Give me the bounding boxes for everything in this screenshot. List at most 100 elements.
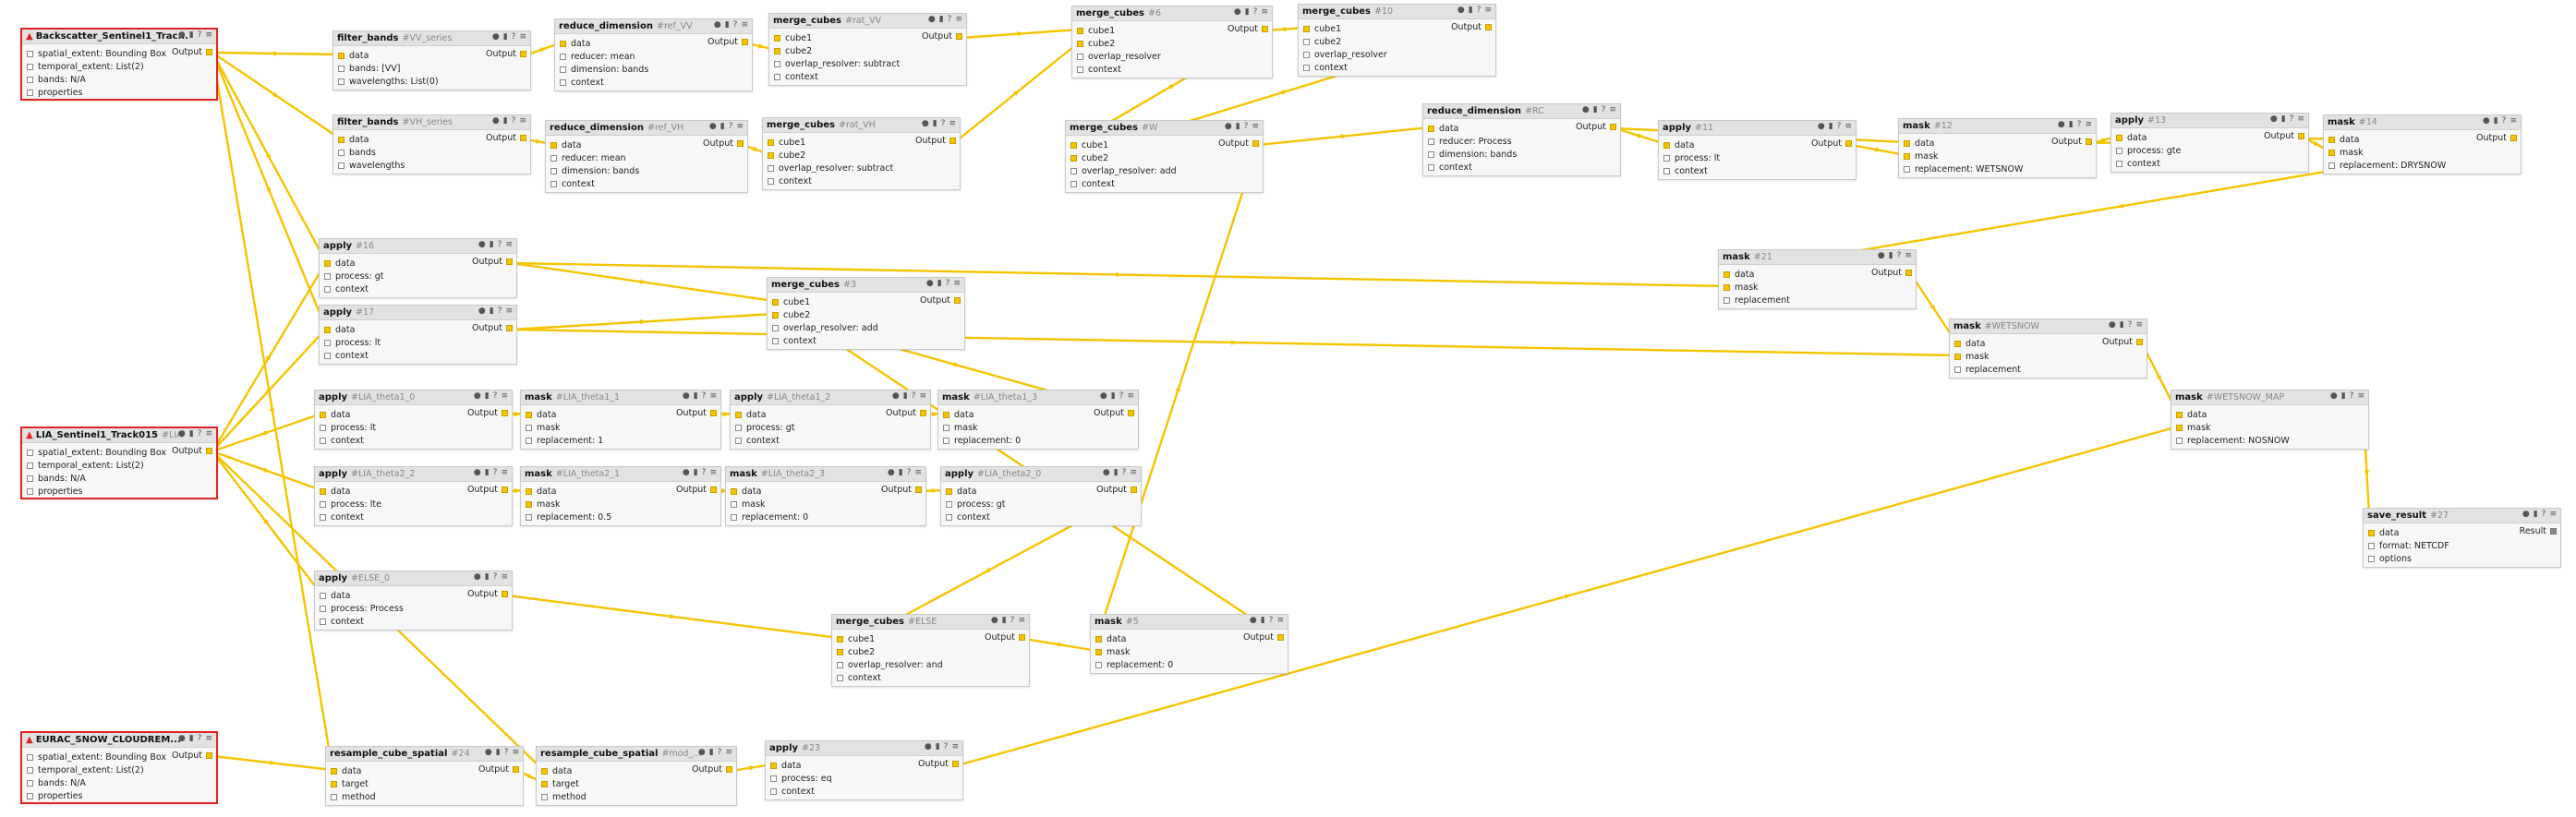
parameter-checkbox[interactable]: [331, 793, 337, 800]
node-parameter[interactable]: context: [1066, 177, 1263, 190]
info-icon[interactable]: ●: [1099, 391, 1107, 401]
input-port[interactable]: [324, 259, 331, 267]
parameter-checkbox[interactable]: [27, 475, 33, 482]
menu-icon[interactable]: ≡: [501, 572, 508, 582]
connection-edge[interactable]: [511, 312, 775, 331]
info-icon[interactable]: ●: [927, 15, 936, 24]
input-port[interactable]: [837, 635, 843, 643]
info-icon[interactable]: ●: [925, 279, 934, 288]
menu-icon[interactable]: ≡: [1844, 122, 1852, 131]
help-icon[interactable]: ?: [1010, 616, 1015, 625]
menu-icon[interactable]: ≡: [2509, 116, 2517, 126]
node-parameter[interactable]: context: [763, 174, 960, 187]
node-parameter[interactable]: data: [726, 485, 925, 498]
output-port[interactable]: Output: [1096, 485, 1137, 495]
delete-icon[interactable]: ▮: [484, 572, 490, 582]
node-parameter[interactable]: mask: [2324, 146, 2521, 159]
info-icon[interactable]: ●: [2057, 120, 2065, 129]
delete-icon[interactable]: ▮: [2068, 120, 2074, 129]
delete-icon[interactable]: ▮: [898, 468, 903, 477]
connection-edge[interactable]: [506, 594, 840, 640]
output-port-handle[interactable]: [506, 325, 513, 331]
menu-icon[interactable]: ≡: [2135, 320, 2143, 330]
help-icon[interactable]: ?: [728, 122, 733, 131]
node-parameter[interactable]: replacement: 1: [521, 434, 720, 447]
parameter-checkbox[interactable]: [2328, 162, 2335, 169]
output-port-handle[interactable]: [710, 410, 717, 416]
node-header[interactable]: mask#LIA_theta1_3●▮?≡: [938, 390, 1138, 405]
node-parameter[interactable]: cube2: [763, 149, 960, 162]
parameter-checkbox[interactable]: [550, 167, 557, 174]
menu-icon[interactable]: ≡: [2085, 120, 2092, 129]
output-port[interactable]: Output: [922, 31, 962, 42]
output-port-handle[interactable]: [206, 752, 212, 759]
parameter-checkbox[interactable]: [735, 437, 742, 444]
node-header[interactable]: merge_cubes#3●▮?≡: [768, 278, 964, 293]
node-parameter[interactable]: data: [333, 133, 530, 146]
output-port[interactable]: Output: [676, 408, 717, 418]
node-header[interactable]: ▲LIA_Sentinel1_Track015#LIA●▮?≡: [22, 428, 216, 443]
output-port[interactable]: Output: [467, 485, 508, 495]
output-port-handle[interactable]: [2136, 339, 2143, 345]
node-parameter[interactable]: context: [315, 615, 512, 628]
node-parameter[interactable]: data: [315, 589, 512, 602]
node-parameter[interactable]: data: [320, 323, 516, 336]
node-header[interactable]: mask#14●▮?≡: [2324, 115, 2521, 130]
delete-icon[interactable]: ▮: [720, 122, 725, 131]
input-port[interactable]: [550, 141, 557, 149]
menu-icon[interactable]: ≡: [725, 748, 732, 757]
menu-icon[interactable]: ≡: [914, 468, 922, 477]
node-parameter[interactable]: cube1: [832, 632, 1029, 645]
info-icon[interactable]: ●: [1249, 616, 1257, 625]
node-parameter[interactable]: process: lt: [1659, 151, 1856, 164]
input-port[interactable]: [837, 648, 843, 655]
node-parameter[interactable]: context: [769, 70, 966, 83]
output-port[interactable]: Result: [2520, 526, 2557, 536]
output-port-handle[interactable]: [1262, 26, 1268, 32]
parameter-checkbox[interactable]: [550, 154, 557, 162]
input-port[interactable]: [2176, 424, 2183, 431]
input-port[interactable]: [1428, 125, 1434, 132]
node-parameter[interactable]: replacement: [1950, 363, 2147, 376]
output-port[interactable]: Output: [172, 47, 212, 57]
output-port-handle[interactable]: [1905, 270, 1912, 276]
parameter-checkbox[interactable]: [2116, 147, 2122, 154]
help-icon[interactable]: ?: [1836, 122, 1842, 131]
input-port[interactable]: [1904, 139, 1910, 147]
menu-icon[interactable]: ≡: [1130, 468, 1137, 477]
menu-icon[interactable]: ≡: [505, 240, 513, 249]
help-icon[interactable]: ?: [906, 468, 912, 477]
node-parameter[interactable]: bands: N/A: [22, 472, 216, 485]
parameter-checkbox[interactable]: [1663, 154, 1670, 162]
input-port[interactable]: [2328, 136, 2335, 143]
help-icon[interactable]: ?: [943, 742, 949, 751]
node-parameter[interactable]: mask: [521, 421, 720, 434]
input-port[interactable]: [2328, 149, 2335, 156]
input-port[interactable]: [1070, 154, 1077, 162]
delete-icon[interactable]: ▮: [1468, 6, 1473, 15]
node-parameter[interactable]: overlap_resolver: subtract: [769, 57, 966, 70]
node-header[interactable]: apply#LIA_theta1_2●▮?≡: [731, 390, 930, 405]
help-icon[interactable]: ?: [511, 116, 516, 126]
node-parameter[interactable]: mask: [1719, 281, 1916, 294]
help-icon[interactable]: ?: [511, 32, 516, 42]
help-icon[interactable]: ?: [1121, 468, 1127, 477]
node-parameter[interactable]: data: [766, 759, 962, 772]
delete-icon[interactable]: ▮: [693, 391, 698, 401]
node-parameter[interactable]: context: [546, 177, 747, 190]
help-icon[interactable]: ?: [1601, 105, 1606, 114]
menu-icon[interactable]: ≡: [1609, 105, 1616, 114]
info-icon[interactable]: ●: [473, 468, 481, 477]
node-parameter[interactable]: process: Process: [315, 602, 512, 615]
menu-icon[interactable]: ≡: [501, 468, 508, 477]
menu-icon[interactable]: ≡: [741, 20, 748, 30]
parameter-checkbox[interactable]: [774, 60, 780, 67]
node-parameter[interactable]: context: [941, 511, 1141, 523]
output-port[interactable]: Output: [1228, 24, 1268, 34]
node-parameter[interactable]: data: [326, 764, 523, 777]
